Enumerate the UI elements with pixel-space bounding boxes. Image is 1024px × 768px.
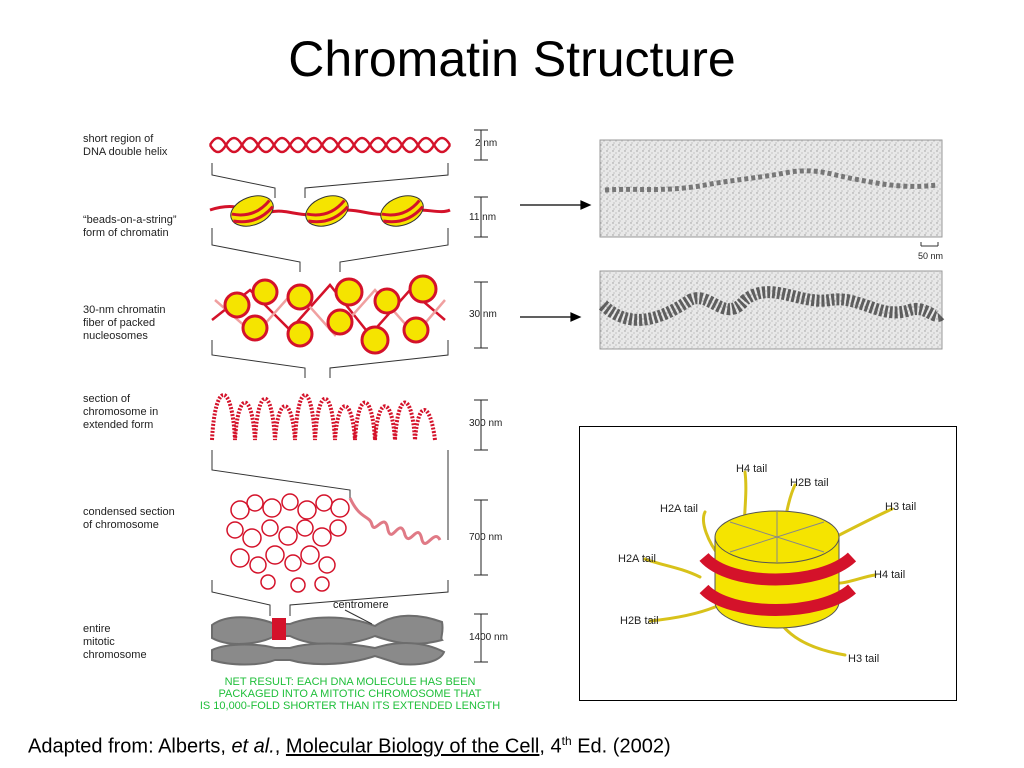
beads-on-a-string (209, 195, 451, 227)
scale-label-2nm: 2 nm (475, 138, 498, 149)
mitotic-chromosome (211, 609, 446, 666)
tail-label-h2a-top: H2A tail (660, 503, 698, 515)
tail-label-h2b-top: H2B tail (790, 477, 829, 489)
nucleosome-bead (230, 195, 274, 227)
slide-title: Chromatin Structure (288, 31, 736, 87)
condensed-tail-loops (348, 497, 442, 545)
micrograph-arrows (520, 200, 592, 322)
micrograph-scale-label: 50 nm (918, 251, 944, 261)
scale-label-300nm: 300 nm (469, 418, 503, 429)
30nm-fiber (211, 274, 446, 355)
scale-label-700nm: 700 nm (469, 532, 503, 543)
caption-edition-suffix: Ed. (2002) (571, 735, 671, 758)
em-micrograph-beads (599, 139, 943, 247)
level-label-30nm-fiber: 30-nm chromatin fiber of packed nucleoso… (83, 304, 166, 342)
caption-edition-sup: th (561, 734, 572, 748)
centromere-label: centromere (333, 599, 389, 611)
tail-label-h3-bottom: H3 tail (848, 653, 880, 665)
dna-double-helix (208, 136, 452, 154)
nucleosome-illustration (643, 470, 894, 657)
nucleosome-panel: H4 tail H2B tail H2A tail H3 tail H2A ta… (579, 426, 957, 701)
citation-caption: Adapted from: Alberts, et al., Molecular… (28, 734, 671, 759)
caption-book-title: Molecular Biology of the Cell (285, 735, 540, 758)
scale-label-1400nm: 1400 nm (469, 632, 508, 643)
scale-label-30nm: 30 nm (469, 309, 497, 320)
level-label-condensed: condensed section of chromosome (83, 506, 175, 531)
level-label-dna-helix: short region of DNA double helix (83, 133, 168, 158)
caption-sep: , (274, 735, 286, 758)
centromere-marker (272, 618, 286, 640)
tail-label-h2a-left: H2A tail (618, 553, 656, 565)
nucleosome-bead (380, 195, 424, 227)
connector-lines (211, 163, 449, 616)
level-label-beads: “beads-on-a-string” form of chromatin (83, 214, 177, 239)
caption-etal: et al. (231, 735, 275, 758)
condensed-chromosome-section (226, 493, 350, 593)
tail-label-h4-top: H4 tail (736, 463, 768, 475)
extended-chromosome-loops (210, 393, 437, 441)
net-result-text: NET RESULT: EACH DNA MOLECULE HAS BEEN P… (199, 676, 501, 712)
scale-label-11nm: 11 nm (469, 212, 497, 223)
caption-prefix: Adapted from: Alberts, (28, 735, 232, 758)
tail-label-h3-right: H3 tail (885, 501, 917, 513)
em-micrograph-30nm (598, 270, 945, 350)
nucleosome-bead (305, 195, 349, 227)
caption-edition: , 4 (539, 735, 562, 758)
level-label-mitotic: entire mitotic chromosome (83, 623, 147, 661)
tail-label-h2b-left: H2B tail (620, 615, 659, 627)
tail-label-h4-right: H4 tail (874, 569, 906, 581)
scale-bars (474, 129, 488, 663)
level-label-extended: section of chromosome in extended form (83, 393, 159, 431)
